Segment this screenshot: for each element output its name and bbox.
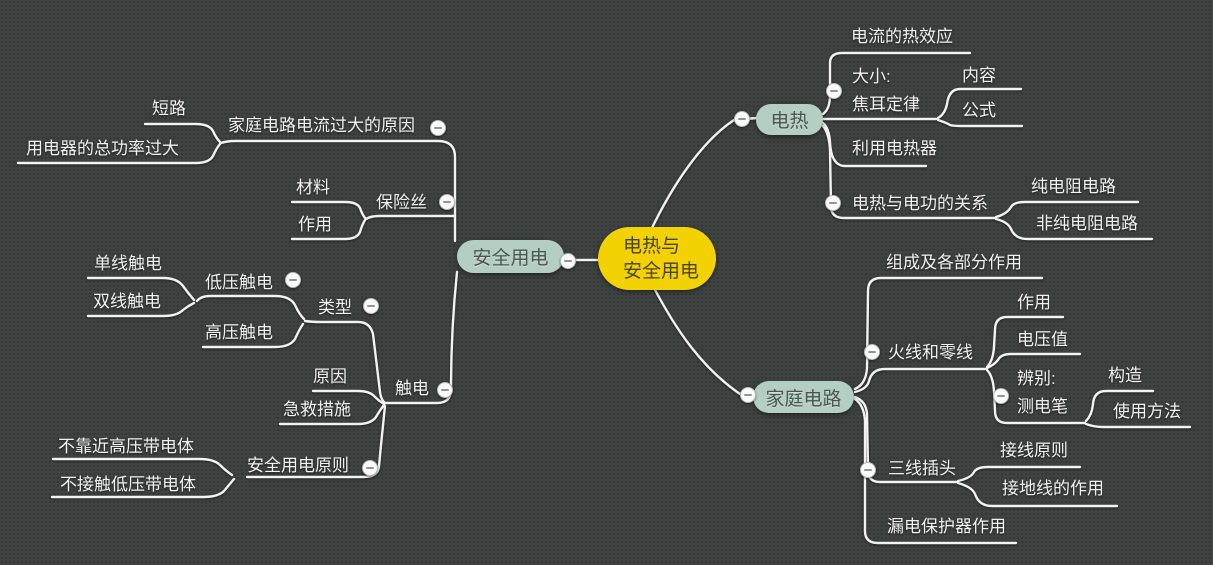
topic-feichun[interactable]: 非纯电阻电路: [1036, 214, 1138, 233]
topic-zonggonglv[interactable]: 用电器的总功率过大: [26, 139, 179, 158]
topic-cailiao[interactable]: 材料: [296, 178, 330, 197]
topic-liyong[interactable]: 利用电热器: [852, 139, 937, 158]
topic-chun[interactable]: 纯电阻电路: [1031, 177, 1116, 196]
topic-dianyazhi[interactable]: 电压值: [1017, 330, 1068, 349]
main-topic-anquan-yongdian[interactable]: 安全用电: [457, 240, 564, 273]
topic-gaoya-chudian[interactable]: 高压触电: [205, 323, 273, 342]
collapse-icon-chudian[interactable]: [437, 382, 453, 398]
topic-guanxi[interactable]: 电热与电功的关系: [852, 194, 988, 213]
topic-neirong[interactable]: 内容: [962, 66, 996, 85]
collapse-icon-jiating[interactable]: [740, 387, 756, 403]
topic-baoxiansi[interactable]: 保险丝: [376, 193, 427, 212]
topic-rexiaoying[interactable]: 电流的热效应: [851, 27, 953, 46]
topic-yuanyin[interactable]: 原因: [313, 367, 347, 386]
main-topic-jiating-dianlu[interactable]: 家庭电路: [753, 381, 854, 413]
topic-yuanze[interactable]: 安全用电原则: [247, 456, 349, 475]
topic-bujiechu[interactable]: 不接触低压带电体: [60, 475, 196, 494]
topic-loudian[interactable]: 漏电保护器作用: [887, 517, 1006, 536]
topic-sanxian[interactable]: 三线插头: [888, 459, 956, 478]
topic-gouzao[interactable]: 构造: [1108, 366, 1142, 385]
topic-diya-chudian[interactable]: 低压触电: [205, 273, 273, 292]
topic-huoxian[interactable]: 火线和零线: [888, 343, 973, 362]
collapse-icon-bianbie[interactable]: [993, 388, 1009, 404]
topic-leixing[interactable]: 类型: [318, 298, 352, 317]
topic-chudian[interactable]: 触电: [395, 379, 429, 398]
collapse-icon-dianre[interactable]: [734, 111, 750, 127]
topic-danxian[interactable]: 单线触电: [94, 254, 162, 273]
topic-jijiu[interactable]: 急救措施: [283, 400, 351, 419]
topic-gongshi[interactable]: 公式: [962, 101, 996, 120]
collapse-icon-leixing[interactable]: [363, 298, 379, 314]
collapse-icon-anquan[interactable]: [560, 253, 576, 269]
topic-bianbie-line1[interactable]: 辨别:: [1017, 369, 1056, 388]
main-topic-dianre[interactable]: 电热: [756, 104, 823, 135]
topic-zuoyong[interactable]: 作用: [298, 215, 332, 234]
topic-shiyongfangfa[interactable]: 使用方法: [1113, 402, 1181, 421]
topic-jiaoer-line2[interactable]: 焦耳定律: [852, 95, 920, 114]
topic-jiedixian[interactable]: 接地线的作用: [1002, 479, 1104, 498]
collapse-icon-huoxian[interactable]: [864, 344, 880, 360]
topic-huoxian-zuoyong[interactable]: 作用: [1017, 293, 1051, 312]
collapse-icon-guanxi[interactable]: [825, 195, 841, 211]
topic-duanlu[interactable]: 短路: [152, 99, 186, 118]
collapse-icon-guoda[interactable]: [430, 120, 446, 136]
topic-jiaoer-line1[interactable]: 大小:: [852, 67, 891, 86]
topic-jiexian[interactable]: 接线原则: [1000, 441, 1068, 460]
collapse-icon-yuanze[interactable]: [362, 460, 378, 476]
collapse-icon-baoxiansi[interactable]: [439, 194, 455, 210]
topic-zucheng[interactable]: 组成及各部分作用: [886, 253, 1022, 272]
topic-bukaojin[interactable]: 不靠近高压带电体: [58, 437, 194, 456]
topic-guoda-yuanyin[interactable]: 家庭电路电流过大的原因: [228, 116, 415, 135]
collapse-icon-jiaoer[interactable]: [826, 83, 842, 99]
topic-shuangxian[interactable]: 双线触电: [93, 292, 161, 311]
collapse-icon-diya[interactable]: [285, 272, 301, 288]
central-topic-line1: 电热与: [623, 235, 681, 257]
central-topic-line2: 安全用电: [623, 260, 700, 282]
collapse-icon-sanxian[interactable]: [860, 462, 876, 478]
topic-bianbie-line2[interactable]: 测电笔: [1017, 397, 1068, 416]
central-topic[interactable]: 电热与 安全用电: [598, 227, 716, 290]
